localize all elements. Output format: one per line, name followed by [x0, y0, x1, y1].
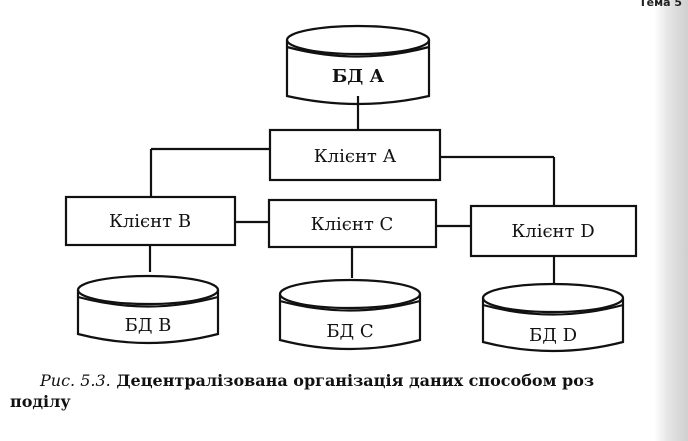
client-d-box — [469, 204, 638, 258]
client-d-label: Клієнт D — [511, 221, 594, 242]
caption-title-part-2: поділу — [10, 392, 71, 411]
caption-title-part-1: Децентралізована організація даних спосо… — [116, 371, 595, 390]
caption-figure-number: Рис. 5.3. — [40, 371, 111, 390]
database-d-label: БД D — [529, 325, 577, 346]
figure-caption: Рис. 5.3. Децентралізована організація д… — [10, 370, 682, 412]
page-header-marker: Тема 5 — [639, 0, 682, 9]
database-a-label: БД А — [332, 66, 385, 87]
client-a-label: Клієнт А — [314, 146, 397, 167]
database-c-label: БД С — [326, 321, 373, 342]
database-a-cylinder — [285, 24, 431, 106]
database-c-cylinder — [278, 278, 422, 351]
client-b-box — [64, 195, 237, 247]
caption-line-1: Рис. 5.3. Децентралізована організація д… — [10, 370, 682, 391]
database-b-label: БД В — [125, 315, 172, 336]
database-d-cylinder — [481, 282, 625, 353]
client-b-label: Клієнт В — [109, 211, 191, 232]
client-c-label: Клієнт С — [311, 214, 394, 235]
client-c-box — [267, 198, 438, 249]
client-a-box — [268, 128, 442, 182]
database-b-cylinder — [76, 274, 220, 345]
scan-page-edge — [654, 0, 688, 441]
